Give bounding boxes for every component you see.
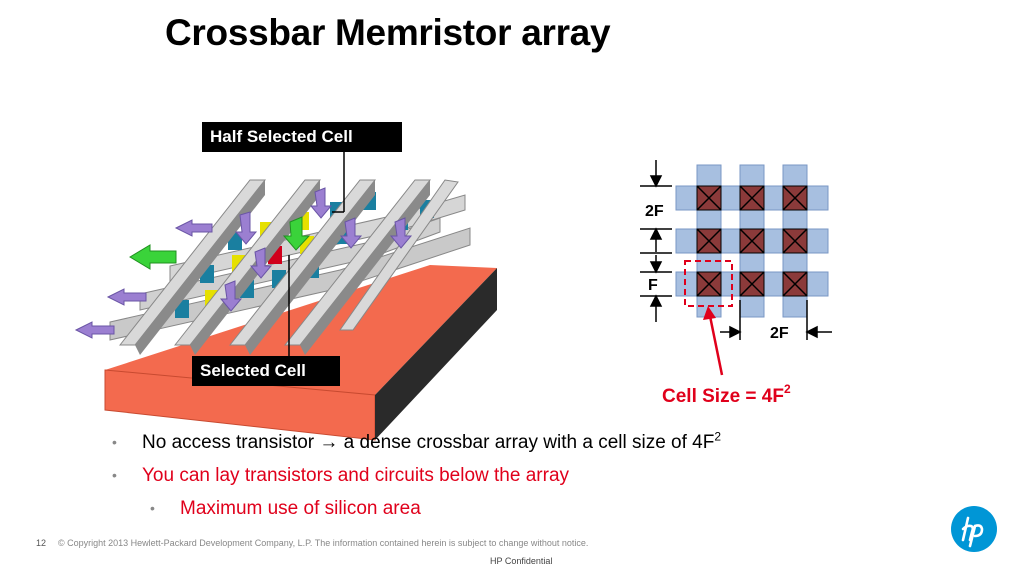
bullet-1-prefix: No access transistor	[142, 432, 320, 453]
arrow-down-2	[309, 187, 333, 219]
bullet-1-suffix: a dense crossbar array with a cell size …	[338, 432, 715, 453]
arrow-icon: →	[319, 432, 339, 453]
arrow-left-3	[74, 321, 115, 339]
unit-cell-outline	[684, 260, 733, 307]
top-electrodes	[118, 179, 459, 355]
current-arrows	[74, 187, 413, 339]
arrow-down-4	[389, 217, 413, 249]
bullet-1: No access transistor → a dense crossbar …	[112, 426, 721, 459]
substrate-side	[375, 268, 497, 440]
page-number: 12	[36, 538, 47, 548]
hp-logo-icon	[951, 506, 997, 552]
arrow-left-2	[106, 288, 147, 306]
slide-title: Crossbar Memristor array	[165, 12, 611, 53]
half-selected-cell-label: Half Selected Cell	[202, 122, 402, 152]
arrow-left-1	[174, 219, 213, 237]
cell-size-sup: 2	[784, 382, 791, 396]
arrow-down-1	[234, 211, 258, 245]
bullet-1-sup: 2	[714, 429, 722, 444]
dim-label-top: 2F	[645, 203, 664, 220]
green-arrow-left	[129, 244, 177, 270]
unit-cell-arrow	[708, 315, 724, 376]
dim-label-mid: F	[648, 277, 658, 294]
dimension-markers	[640, 160, 832, 340]
dim-label-bottom: 2F	[770, 325, 789, 342]
bullet-2: You can lay transistors and circuits bel…	[112, 459, 721, 492]
bullet-3: Maximum use of silicon area	[150, 492, 721, 525]
selected-cell-label: Selected Cell	[192, 356, 340, 386]
arrow-down-5	[249, 247, 273, 279]
arrow-down-3	[339, 217, 363, 249]
cell-size-text: Cell Size = 4F	[662, 386, 784, 407]
cell-size-label: Cell Size = 4F2	[662, 382, 791, 407]
copyright-notice: © Copyright 2013 Hewlett-Packard Develop…	[58, 538, 589, 548]
selected-current	[129, 216, 311, 270]
confidential-label: HP Confidential	[490, 556, 553, 566]
green-arrow-down	[282, 216, 311, 251]
arrow-down-6	[219, 280, 243, 312]
grid-cell-crosses	[696, 185, 808, 297]
cell-grid-diagram: 2F F 2F Cell Size = 4F2	[640, 160, 832, 407]
bullet-list: No access transistor → a dense crossbar …	[112, 426, 721, 525]
